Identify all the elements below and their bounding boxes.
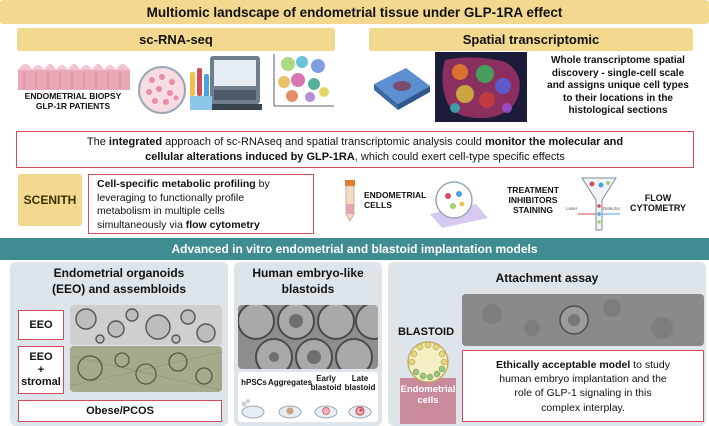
- umap-plot-icon: [273, 54, 334, 107]
- blastoid-micrograph: [238, 305, 378, 369]
- laser-label: Laser: [566, 206, 578, 211]
- flow-cytometry-icon: [578, 177, 620, 231]
- attachment-description-box: Ethically acceptable model to study huma…: [462, 350, 704, 422]
- endometrial-cells-label-2: Endometrial cells: [400, 384, 456, 406]
- eeo-label-box: EEO: [18, 310, 64, 340]
- advanced-models-title: Advanced in vitro endometrial and blasto…: [171, 242, 538, 256]
- eeo-micrograph: [70, 305, 222, 345]
- integrated-approach-box: The integrated approach of sc-RNAseq and…: [16, 131, 694, 168]
- spatial-description: Whole transcriptome spatial discovery - …: [547, 55, 689, 116]
- organoids-title: Endometrial organoids (EEO) and assemblo…: [51, 266, 187, 296]
- endometrium-tissue-icon: [18, 64, 130, 90]
- scenith-description-box: Cell-specific metabolic profiling by lev…: [88, 174, 314, 234]
- main-title: Multiomic landscape of endometrial tissu…: [146, 4, 563, 20]
- falcon-tube-icon: [345, 180, 355, 222]
- sequencer-icon: [190, 56, 262, 110]
- main-title-banner: Multiomic landscape of endometrial tissu…: [0, 0, 709, 24]
- scenith-label: SCENITH: [23, 193, 77, 207]
- obese-pcos-box: Obese/PCOS: [18, 400, 222, 422]
- cell-suspension-icon: [138, 66, 186, 114]
- attachment-micrograph: [462, 294, 704, 346]
- stage-late-blastoid: Late blastoid: [344, 374, 376, 393]
- scenith-label-box: SCENITH: [18, 174, 82, 226]
- stage-hpscs: hPSCs: [241, 378, 267, 387]
- stage-aggregates: Aggregates: [268, 378, 313, 387]
- sc-rna-header: sc-RNA-seq: [17, 28, 335, 51]
- blastoid-illustration: [400, 341, 456, 424]
- detector-label: Detector: [603, 206, 621, 211]
- flow-cytometry-label: FLOW CYTOMETRY: [629, 193, 686, 214]
- spatial-header-label: Spatial transcriptomic: [462, 32, 600, 47]
- assembloid-micrograph: [70, 346, 222, 392]
- blastoids-title: Human embryo-like blastoids: [252, 266, 364, 296]
- treatment-label: TREATMENT INHIBITORS STAINING: [507, 185, 559, 215]
- sc-rna-header-label: sc-RNA-seq: [139, 32, 213, 47]
- stage-early-blastoid: Early blastoid: [310, 374, 342, 393]
- attachment-title: Attachment assay: [495, 271, 599, 285]
- tissue-slide-icon: [374, 68, 430, 110]
- endometrial-cells-label: ENDOMETRIAL CELLS: [364, 190, 427, 210]
- blastoid-label: BLASTOID: [398, 326, 455, 338]
- blastoid-stage-dishes: [241, 399, 372, 419]
- eeo-stromal-label-box: EEO + stromal: [18, 346, 64, 394]
- advanced-models-banner: Advanced in vitro endometrial and blasto…: [0, 238, 709, 260]
- well-plate-icon: [430, 181, 488, 228]
- spatial-map-image: [435, 52, 527, 122]
- biopsy-label: ENDOMETRIAL BIOPSY GLP-1R PATIENTS: [24, 91, 122, 111]
- spatial-header: Spatial transcriptomic: [369, 28, 693, 51]
